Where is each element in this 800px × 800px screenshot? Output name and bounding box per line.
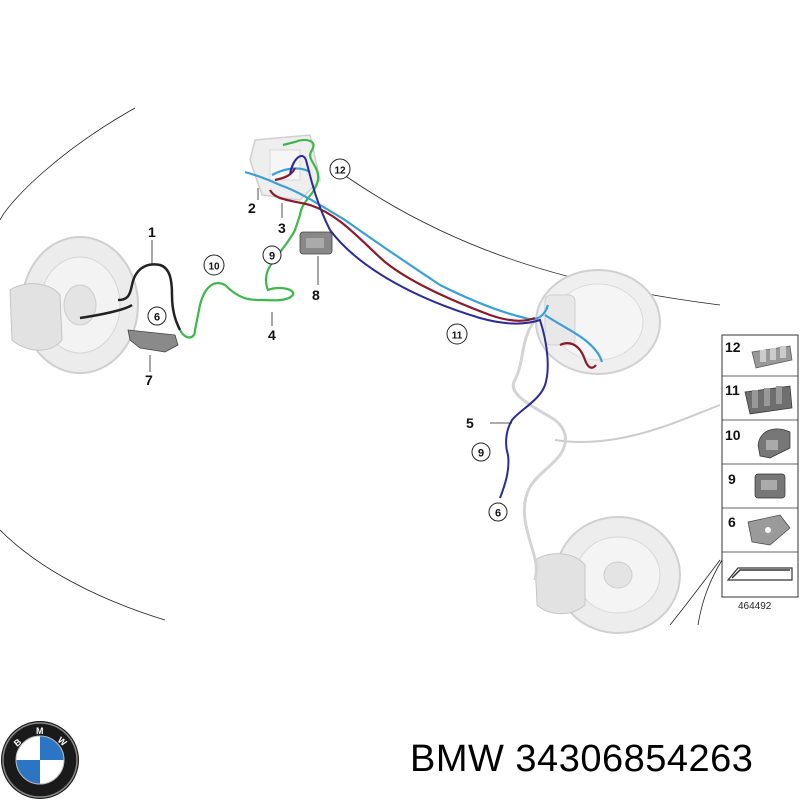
bmw-logo: B M W <box>1 721 79 799</box>
brake-booster <box>535 269 661 375</box>
leader-lines <box>149 188 512 424</box>
callout-9-right: 9 <box>471 442 491 462</box>
callout-11: 11 <box>446 323 468 345</box>
legend-pointer-line <box>697 559 723 626</box>
callout-2: 2 <box>248 200 256 216</box>
clip-part-8 <box>299 231 333 255</box>
callout-10: 10 <box>203 254 225 276</box>
bmw-logo-letter-b: B <box>12 736 24 748</box>
svg-text:9: 9 <box>478 448 484 460</box>
grey-pipe-rear <box>511 319 567 581</box>
rear-right-brake-disc <box>534 516 681 634</box>
callout-9-top: 9 <box>262 245 282 265</box>
flex-hose-front-left <box>79 263 182 331</box>
vehicle-outline-left <box>0 107 136 221</box>
legend-item-9: 9 <box>728 471 736 487</box>
legend-item-6: 6 <box>728 514 736 530</box>
vehicle-outline-hood <box>329 164 721 306</box>
svg-text:6: 6 <box>495 508 501 520</box>
vehicle-outline-lower-left <box>0 529 166 621</box>
diagram-reference-number: 464492 <box>738 601 772 612</box>
callout-6-right: 6 <box>488 502 508 522</box>
legend-item-10: 10 <box>725 427 741 443</box>
bmw-logo-letter-m: M <box>36 726 44 736</box>
legend-wedge-icon <box>726 567 793 581</box>
hydraulic-control-unit <box>249 134 321 201</box>
front-left-brake-disc <box>9 236 139 374</box>
bracket-part-7 <box>127 329 179 353</box>
callout-3: 3 <box>278 220 286 236</box>
brake-line-red <box>269 167 597 369</box>
svg-text:9: 9 <box>269 251 275 263</box>
parts-legend: 12 11 10 9 6 464492 <box>697 334 799 626</box>
callout-8: 8 <box>312 287 320 303</box>
legend-clip-11-icon <box>744 385 793 415</box>
callout-5: 5 <box>466 415 474 431</box>
brake-line-green <box>179 139 320 339</box>
callouts: 1 2 3 4 5 7 8 6 6 9 9 10 11 <box>145 158 508 522</box>
legend-item-12: 12 <box>725 339 741 355</box>
callout-7: 7 <box>145 372 153 388</box>
svg-text:10: 10 <box>208 262 220 273</box>
vehicle-outline-right <box>669 559 721 626</box>
callout-6-left: 6 <box>147 306 167 326</box>
brake-line-navy <box>289 155 549 499</box>
cross-member-line <box>554 404 721 443</box>
brand-part-number: BMW 34306854263 <box>410 738 754 780</box>
svg-text:12: 12 <box>334 166 346 177</box>
svg-text:6: 6 <box>154 312 160 324</box>
callout-4: 4 <box>268 327 276 343</box>
callout-12: 12 <box>329 158 351 180</box>
svg-text:11: 11 <box>452 331 463 342</box>
legend-bracket-6-icon <box>747 514 791 546</box>
legend-clip-10-icon <box>757 428 791 459</box>
callout-1: 1 <box>148 224 156 240</box>
legend-clip-12-icon <box>751 345 793 369</box>
legend-clip-9-icon <box>754 473 786 499</box>
legend-item-11: 11 <box>725 382 740 398</box>
